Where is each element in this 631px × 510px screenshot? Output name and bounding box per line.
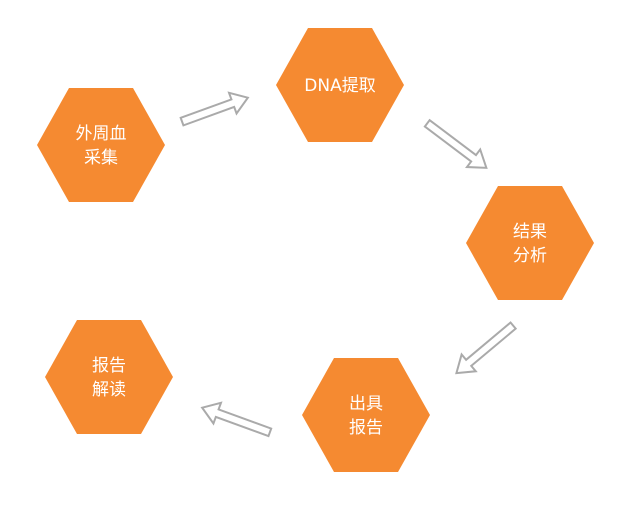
step-result-analysis: 结果 分析: [466, 186, 594, 300]
step-label-line-1: 外周血: [76, 124, 127, 144]
flow-arrows: [179, 91, 518, 438]
step-hexagon: [37, 88, 165, 202]
step-hexagon: [45, 320, 173, 434]
step-label-line-2: 报告: [349, 418, 383, 438]
step-dna-extraction: DNA提取: [276, 28, 404, 142]
arrow-report-to-interpretation: [200, 401, 273, 438]
step-label-line-2: 解读: [92, 380, 126, 400]
step-label-line-2: 分析: [513, 246, 547, 266]
arrow-blood-to-dna: [179, 91, 250, 127]
step-label-line-1: 报告: [92, 356, 126, 376]
step-hexagon: [302, 358, 430, 472]
step-hexagon: [276, 28, 404, 142]
step-report-issue: 出具 报告: [302, 358, 430, 472]
arrow-dna-to-analysis: [423, 118, 488, 169]
step-report-interpretation: 报告 解读: [45, 320, 173, 434]
step-label-line-1: 出具: [349, 394, 383, 414]
step-blood-collection: 外周血 采集: [37, 88, 165, 202]
arrow-analysis-to-report: [455, 321, 518, 375]
step-label-line-1: 结果: [513, 222, 547, 242]
step-hexagon: [466, 186, 594, 300]
step-label-line-2: 采集: [84, 148, 118, 168]
step-label-line-1: DNA提取: [304, 76, 375, 96]
